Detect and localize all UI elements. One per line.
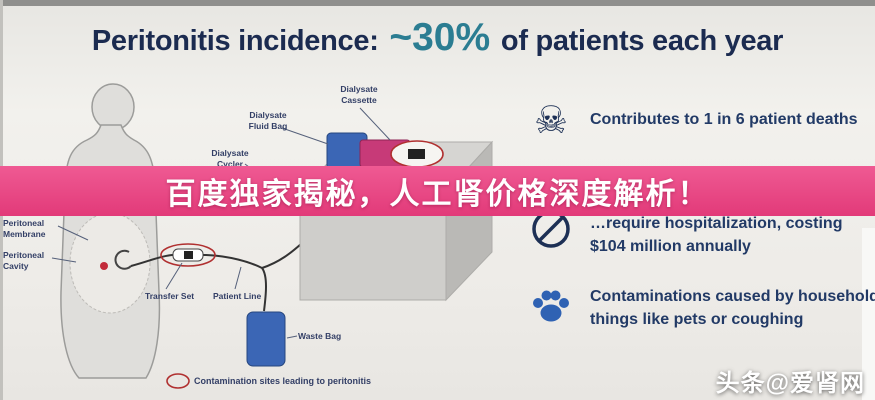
label-peritoneal-membrane: Peritoneal Membrane (3, 218, 46, 239)
catheter-coil (114, 249, 132, 270)
photo-right-edge (862, 228, 875, 400)
promo-banner-text: 百度独家揭秘，人工肾价格深度解析！ (165, 178, 710, 211)
waste-bag-shape (246, 311, 286, 367)
patient-body-figure (60, 83, 161, 379)
label-peritoneal-cavity: Peritoneal Cavity (3, 250, 45, 271)
legend-contamination-oval (166, 373, 190, 389)
transfer-set-device (160, 243, 216, 267)
paw-icon (528, 283, 574, 329)
promo-banner: 百度独家揭秘，人工肾价格深度解析！ (0, 166, 875, 216)
label-dialysate-fluid-bag: Dialysate Fluid Bag (248, 110, 288, 131)
fact-text: Contributes to 1 in 6 patient deaths (590, 111, 858, 128)
legend-contamination-text: Contamination sites leading to peritonit… (194, 376, 372, 386)
label-dialysate-cassette: Dialysate Cassette (340, 84, 378, 105)
fact-text: …require hospitalization, costing $104 m… (590, 215, 843, 256)
fact-text: Contaminations caused by household thing… (590, 288, 875, 329)
title-prefix: Peritonitis incidence: (91, 25, 387, 57)
title-highlight-30pct: ~30% (389, 16, 491, 59)
fact-household-contamination: Contaminations caused by household thing… (528, 283, 875, 331)
label-patient-line: Patient Line (213, 291, 262, 301)
label-dialysate-cycler: Dialysate Cycler (211, 148, 249, 169)
watermark: 头条@爱肾网 (715, 370, 865, 397)
fact-patient-deaths: ☠ Contributes to 1 in 6 patient deaths (528, 98, 875, 144)
skull-icon: ☠ (533, 100, 569, 142)
label-transfer-set: Transfer Set (145, 291, 195, 301)
photo-top-edge (0, 0, 875, 6)
label-waste-bag: Waste Bag (298, 331, 342, 341)
exit-site-dot (100, 262, 108, 270)
title-suffix: of patients each year (493, 25, 784, 57)
dialysate-cassette-device (359, 139, 444, 168)
fact-hospitalization-cost: …require hospitalization, costing $104 m… (528, 206, 852, 258)
page-title: Peritonitis incidence: ~30% of patients … (0, 16, 875, 60)
